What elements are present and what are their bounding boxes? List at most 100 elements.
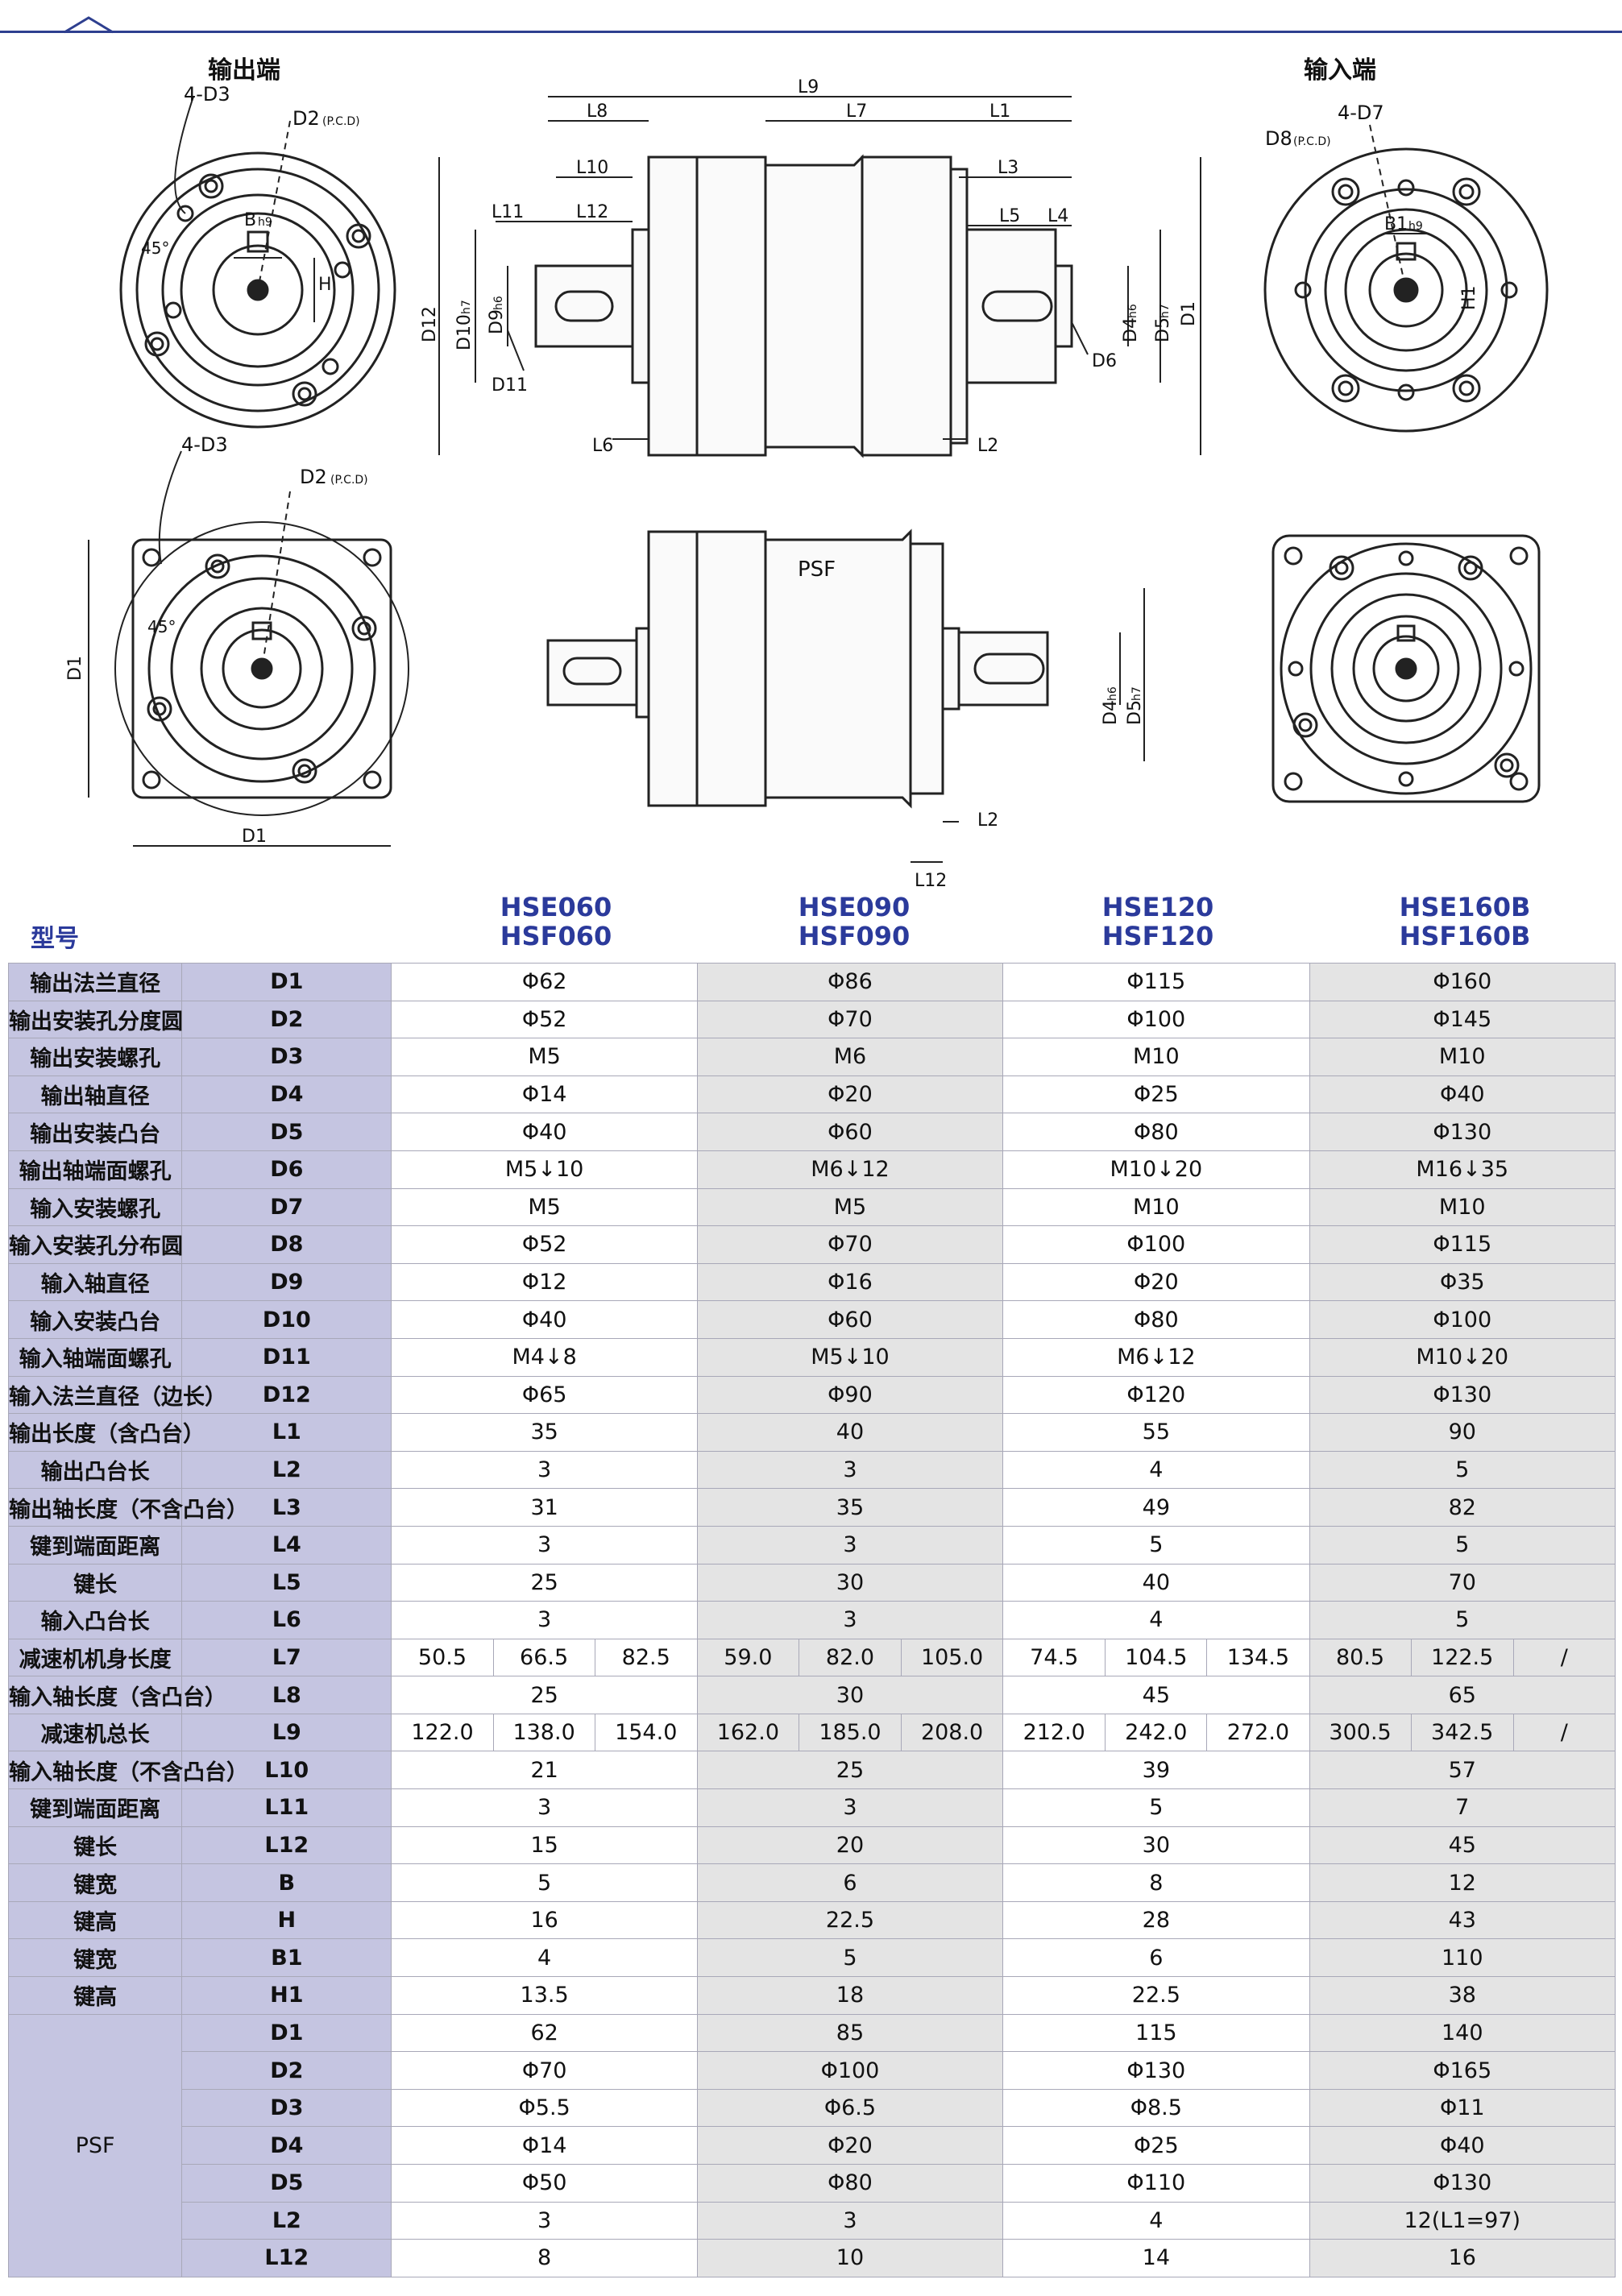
label-D6: D6 <box>1092 351 1117 371</box>
value-cell: Φ145 <box>1309 1000 1616 1039</box>
value-cell: Φ86 <box>696 963 1004 1001</box>
param-name: 输出安装孔分度圆 <box>7 1000 183 1039</box>
value-cell: Φ12 <box>391 1262 698 1302</box>
value-cell: 10 <box>696 2239 1004 2277</box>
label-psf-D5-tol: h7 <box>1130 686 1143 701</box>
param-code: B1 <box>181 1938 392 1978</box>
param-code: L11 <box>181 1788 392 1827</box>
value-cell: M6 <box>696 1038 1004 1076</box>
value-cell: 3 <box>391 2201 698 2240</box>
param-name: 输出法兰直径 <box>7 963 183 1001</box>
label-out-b: B <box>244 210 256 230</box>
header-rule <box>0 31 1622 33</box>
value-cell: 105.0 <box>901 1638 1004 1677</box>
value-cell: 55 <box>1002 1413 1310 1452</box>
value-cell: 30 <box>1002 1826 1310 1865</box>
label-D5-tol: h7 <box>1159 304 1172 318</box>
param-name: 输入法兰直径（边长） <box>7 1375 226 1415</box>
value-cell: M5 <box>391 1187 698 1227</box>
label-D4-tol: h6 <box>1126 304 1139 318</box>
value-cell: Φ130 <box>1309 1113 1616 1151</box>
value-cell: 3 <box>696 1601 1004 1639</box>
value-cell: 31 <box>391 1488 698 1527</box>
input-end-title: 输入端 <box>1304 56 1376 85</box>
param-name: 输入轴端面螺孔 <box>7 1337 183 1377</box>
param-code: H1 <box>181 1976 392 2015</box>
value-cell: 66.5 <box>492 1638 595 1677</box>
value-cell: 5 <box>696 1938 1004 1978</box>
value-cell: Φ80 <box>1002 1300 1310 1339</box>
value-cell: 22.5 <box>1002 1976 1310 2015</box>
value-cell: Φ40 <box>1309 2126 1616 2165</box>
label-psf-D4: D4 <box>1101 700 1121 725</box>
value-cell: 21 <box>391 1751 698 1790</box>
value-cell: 5 <box>1309 1601 1616 1639</box>
model-label: 型号 <box>31 925 79 953</box>
value-cell: M5↓10 <box>391 1150 698 1189</box>
square-flange-view <box>88 450 409 847</box>
value-cell: 122.0 <box>391 1713 494 1752</box>
value-cell: Φ160 <box>1309 963 1616 1001</box>
value-cell: Φ25 <box>1002 2126 1310 2165</box>
value-cell: 70 <box>1309 1563 1616 1602</box>
value-cell: Φ40 <box>1309 1075 1616 1114</box>
value-cell: Φ90 <box>696 1375 1004 1415</box>
label-out-d2: D2 <box>292 107 320 130</box>
param-code: L2 <box>181 2201 392 2240</box>
value-cell: 5 <box>391 1863 698 1902</box>
value-cell: M6↓12 <box>696 1150 1004 1189</box>
value-cell: 242.0 <box>1105 1713 1208 1752</box>
label-D11: D11 <box>492 375 528 396</box>
value-cell: 25 <box>391 1676 698 1714</box>
param-name: 输入安装螺孔 <box>7 1187 183 1227</box>
value-cell: 140 <box>1309 2013 1616 2053</box>
value-cell: 110 <box>1309 1938 1616 1978</box>
model-line2: HSF160B <box>1399 921 1531 951</box>
param-code: D1 <box>181 2013 392 2053</box>
param-name: 输出轴直径 <box>7 1075 183 1114</box>
value-cell: Φ100 <box>696 2051 1004 2090</box>
value-cell: 25 <box>391 1563 698 1602</box>
value-cell: Φ120 <box>1002 1375 1310 1415</box>
technical-drawing: 4-D3 D2 (P.C.D) B h9 H 45° <box>65 77 1549 891</box>
psf-side-view <box>546 528 1049 809</box>
param-code: D6 <box>181 1150 392 1189</box>
value-cell: 138.0 <box>492 1713 595 1752</box>
value-cell: Φ70 <box>696 1225 1004 1264</box>
param-code: L1 <box>181 1413 392 1452</box>
value-cell: 3 <box>696 1788 1004 1827</box>
model-header-4: HSE160B HSF160B <box>1384 893 1545 951</box>
value-cell: 20 <box>696 1826 1004 1865</box>
param-code: D2 <box>181 1000 392 1039</box>
label-psf-L2: L2 <box>977 810 998 831</box>
value-cell: Φ115 <box>1309 1225 1616 1264</box>
param-name: 输出长度（含凸台） <box>7 1413 205 1452</box>
param-code: L6 <box>181 1601 392 1639</box>
value-cell: 15 <box>391 1826 698 1865</box>
value-cell: 35 <box>391 1413 698 1452</box>
value-cell: Φ40 <box>391 1113 698 1151</box>
value-cell: Φ80 <box>1002 1113 1310 1151</box>
label-L10: L10 <box>576 158 608 178</box>
value-cell: 3 <box>696 1450 1004 1490</box>
param-code: L8 <box>181 1676 392 1714</box>
value-cell: Φ14 <box>391 2126 698 2165</box>
value-cell: 22.5 <box>696 1900 1004 1940</box>
value-cell: Φ130 <box>1309 2164 1616 2203</box>
